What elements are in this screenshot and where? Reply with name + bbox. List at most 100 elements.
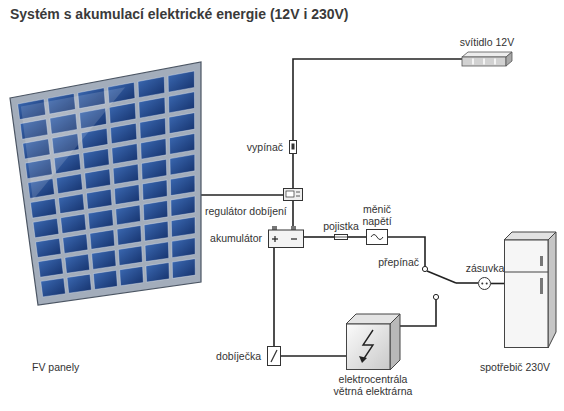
solar-cell bbox=[63, 234, 88, 253]
fridge-handle bbox=[540, 256, 543, 266]
battery-body bbox=[269, 230, 304, 248]
component-label: zásuvka bbox=[466, 262, 505, 274]
fuse-wire bbox=[334, 237, 348, 238]
component-label: spotřebič 230V bbox=[480, 361, 550, 373]
sine-symbol bbox=[371, 235, 383, 240]
light-switch-shape bbox=[289, 140, 297, 154]
solar-cell bbox=[170, 175, 195, 195]
wire bbox=[293, 59, 462, 140]
component-label: svítidlo 12V bbox=[460, 36, 514, 48]
pv-panel-shape bbox=[8, 58, 201, 308]
solar-cell bbox=[65, 254, 90, 273]
appliance-230v-shape bbox=[504, 232, 556, 348]
inverter-shape bbox=[366, 229, 388, 245]
changeover-switch-shape bbox=[420, 266, 456, 300]
solar-cell bbox=[168, 71, 194, 92]
solar-cell bbox=[90, 230, 115, 250]
charger-slash bbox=[271, 350, 277, 362]
solar-cell bbox=[67, 274, 91, 293]
solar-cell bbox=[61, 214, 86, 234]
controller-mark bbox=[296, 196, 300, 197]
wire bbox=[456, 282, 478, 284]
wire bbox=[292, 154, 294, 188]
panel-frame bbox=[10, 62, 201, 305]
solar-cell bbox=[172, 238, 195, 258]
diagram-title: Systém s akumulací elektrické energie (1… bbox=[10, 6, 349, 22]
solar-cell bbox=[169, 113, 195, 134]
charge-controller-shape bbox=[283, 188, 303, 201]
solar-cell bbox=[33, 218, 59, 237]
socket: zásuvka bbox=[478, 277, 491, 290]
solar-cell bbox=[88, 209, 113, 229]
solar-cell bbox=[112, 144, 138, 164]
solar-cell bbox=[41, 278, 66, 297]
wire bbox=[400, 300, 436, 326]
wire bbox=[304, 236, 334, 238]
generator-side bbox=[390, 314, 400, 370]
lamp-12v-shape bbox=[462, 52, 512, 66]
solar-cell bbox=[86, 189, 112, 209]
solar-cell bbox=[117, 225, 141, 245]
charger: dobíječka bbox=[267, 346, 281, 366]
lamp-tube bbox=[483, 59, 485, 65]
component-label: vypínač bbox=[247, 141, 283, 153]
lamp-tube bbox=[494, 59, 496, 65]
component-label: dobíječka bbox=[216, 350, 261, 362]
solar-cell bbox=[118, 246, 142, 266]
switch-contact bbox=[433, 294, 438, 299]
switch-contact bbox=[422, 266, 427, 271]
lamp-tube bbox=[472, 59, 474, 65]
solar-cell bbox=[93, 270, 117, 289]
solar-cell bbox=[169, 134, 194, 155]
fuse: pojistka bbox=[334, 234, 348, 240]
solar-cell bbox=[109, 103, 136, 124]
battery: akumulátor bbox=[268, 226, 304, 248]
solar-cell bbox=[145, 242, 169, 262]
solar-cell bbox=[120, 266, 144, 285]
inverter-body bbox=[367, 230, 388, 245]
lamp-12v: svítidlo 12V bbox=[462, 52, 512, 66]
generator-front bbox=[347, 324, 391, 370]
solar-cell bbox=[140, 118, 166, 139]
component-label: elektrocentrála větrná elektrárna bbox=[323, 373, 423, 397]
wire bbox=[273, 248, 275, 346]
generator: elektrocentrála větrná elektrárna bbox=[346, 314, 400, 370]
component-label: FV panely bbox=[32, 361, 79, 373]
solar-cell bbox=[143, 201, 167, 221]
solar-cell bbox=[56, 174, 82, 194]
minus-sign bbox=[291, 238, 297, 239]
fridge-front bbox=[505, 240, 549, 348]
solar-cell bbox=[146, 263, 169, 283]
charger-shape bbox=[267, 346, 281, 366]
lamp-side bbox=[506, 52, 512, 66]
switch-lever bbox=[427, 271, 456, 283]
controller-mark bbox=[296, 192, 300, 193]
solar-cell bbox=[138, 77, 165, 98]
component-label: přepínač bbox=[378, 256, 419, 268]
fridge-door-split bbox=[505, 272, 549, 273]
generator-shape bbox=[346, 314, 400, 370]
fuse-shape bbox=[334, 234, 348, 240]
solar-cell bbox=[110, 123, 136, 144]
wire bbox=[491, 283, 504, 285]
solar-cell bbox=[171, 196, 195, 216]
solar-cell bbox=[144, 221, 168, 241]
component-label: měnič napětí bbox=[362, 203, 391, 227]
solar-cell bbox=[92, 250, 116, 269]
lamp-front bbox=[462, 57, 506, 66]
socket-shape bbox=[478, 277, 491, 290]
solar-cell bbox=[116, 205, 141, 225]
solar-cell bbox=[36, 238, 61, 257]
socket-hole bbox=[486, 283, 488, 285]
solar-cell bbox=[30, 198, 56, 218]
socket-body bbox=[479, 278, 491, 290]
wire bbox=[201, 194, 283, 196]
socket-hole bbox=[481, 283, 483, 285]
component-label: regulátor dobíjení bbox=[205, 205, 287, 217]
solar-cell bbox=[58, 194, 84, 214]
changeover-switch: přepínač bbox=[420, 266, 456, 300]
solar-cell bbox=[169, 92, 195, 113]
lamp-top bbox=[462, 52, 512, 57]
appliance-230v: spotřebič 230V bbox=[504, 232, 556, 348]
